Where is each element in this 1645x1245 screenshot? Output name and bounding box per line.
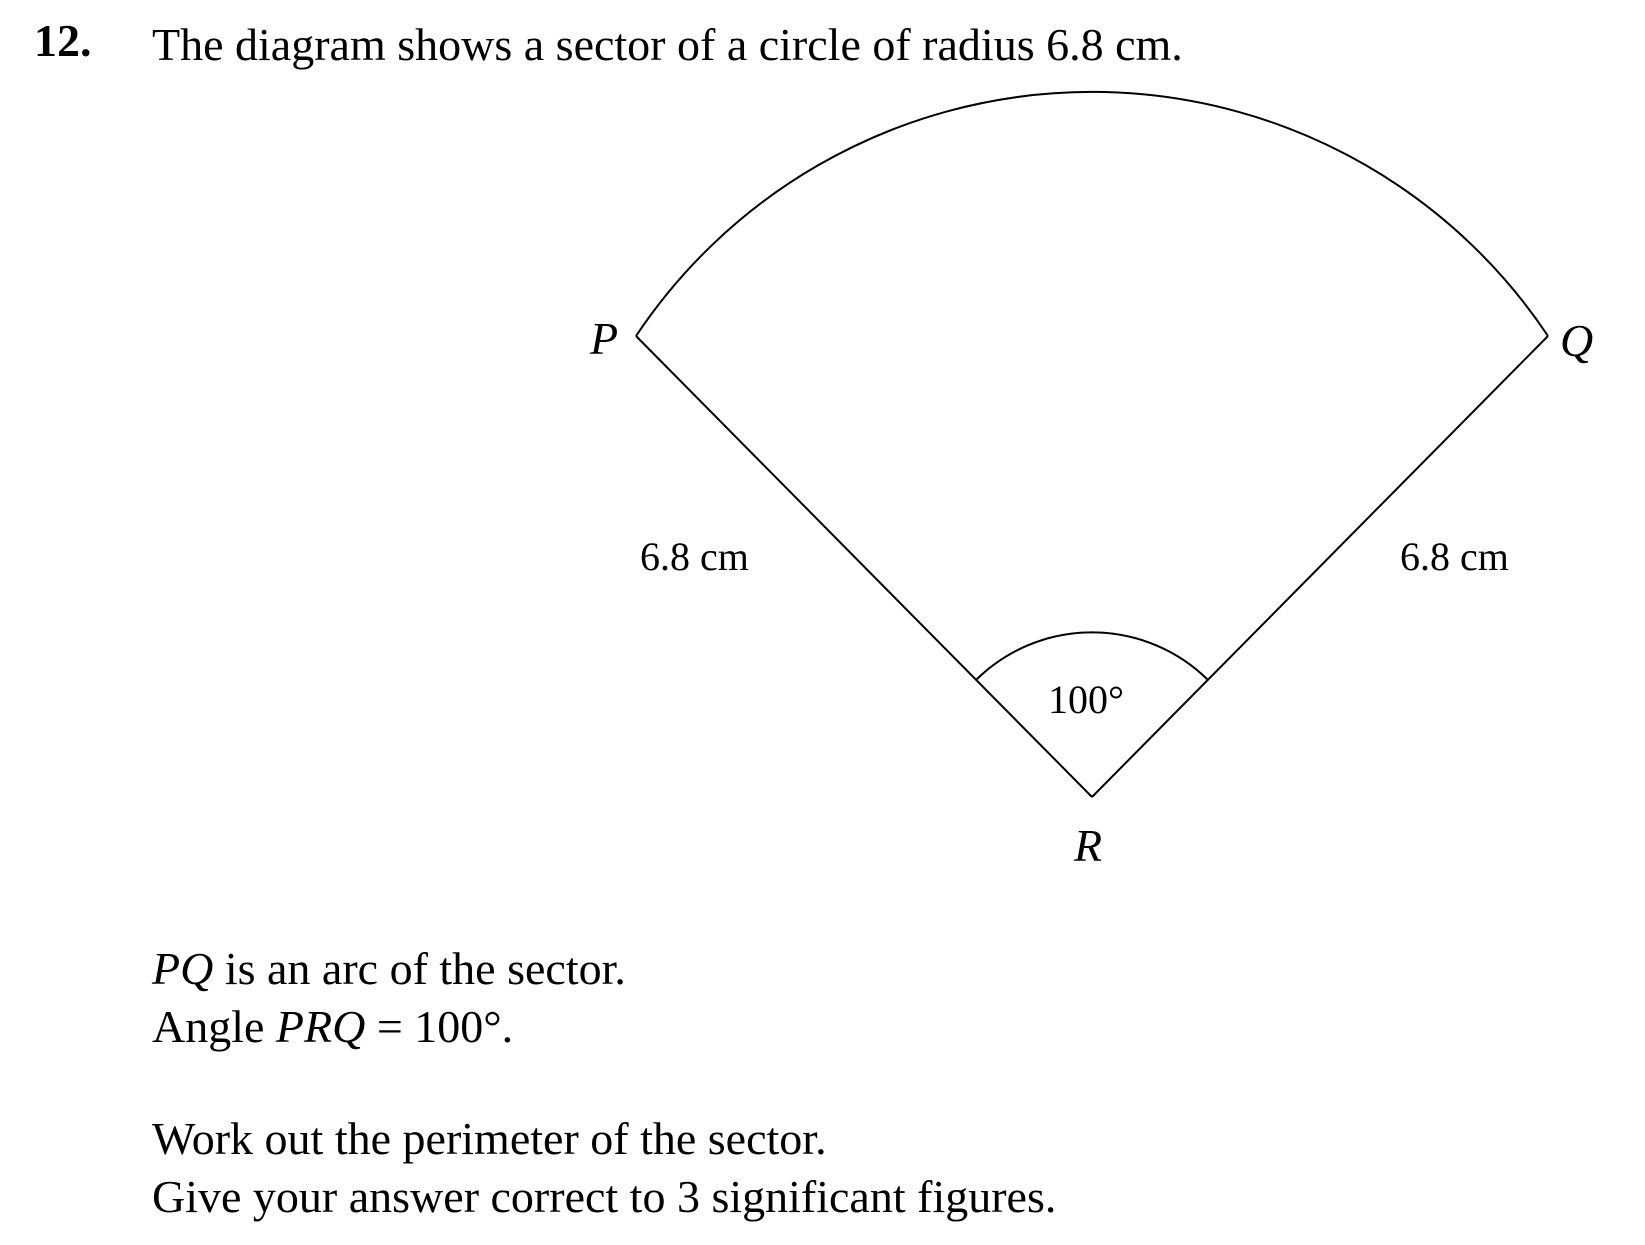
radius-rq: [1091, 335, 1549, 798]
angle-statement-rest: = 100°.: [365, 1001, 514, 1052]
given-statements: PQ is an arc of the sector. Angle PRQ = …: [152, 940, 626, 1056]
angle-statement-start: Angle: [152, 1001, 276, 1052]
question-intro: The diagram shows a sector of a circle o…: [152, 19, 1183, 70]
arc-statement-text: is an arc of the sector.: [213, 943, 626, 994]
angle-value-label: 100°: [1048, 677, 1124, 722]
question-number: 12.: [34, 15, 92, 66]
arc-pq: [635, 90, 1549, 337]
statement-angle: Angle PRQ = 100°.: [152, 998, 626, 1056]
statement-arc: PQ is an arc of the sector.: [152, 940, 626, 998]
arc-name: PQ: [152, 943, 214, 994]
side-rp-length-label: 6.8 cm: [640, 534, 749, 579]
point-q-label: Q: [1560, 315, 1593, 366]
task-instructions: Work out the perimeter of the sector. Gi…: [152, 1110, 1056, 1226]
angle-name: PRQ: [275, 1001, 366, 1052]
radius-rp: [635, 335, 1093, 798]
point-r-label: R: [1073, 820, 1102, 871]
point-p-label: P: [589, 313, 618, 364]
angle-arc: [975, 631, 1209, 681]
task-line-1: Work out the perimeter of the sector.: [152, 1113, 827, 1164]
side-rq-length-label: 6.8 cm: [1400, 534, 1509, 579]
task-line-2: Give your answer correct to 3 significan…: [152, 1171, 1057, 1222]
